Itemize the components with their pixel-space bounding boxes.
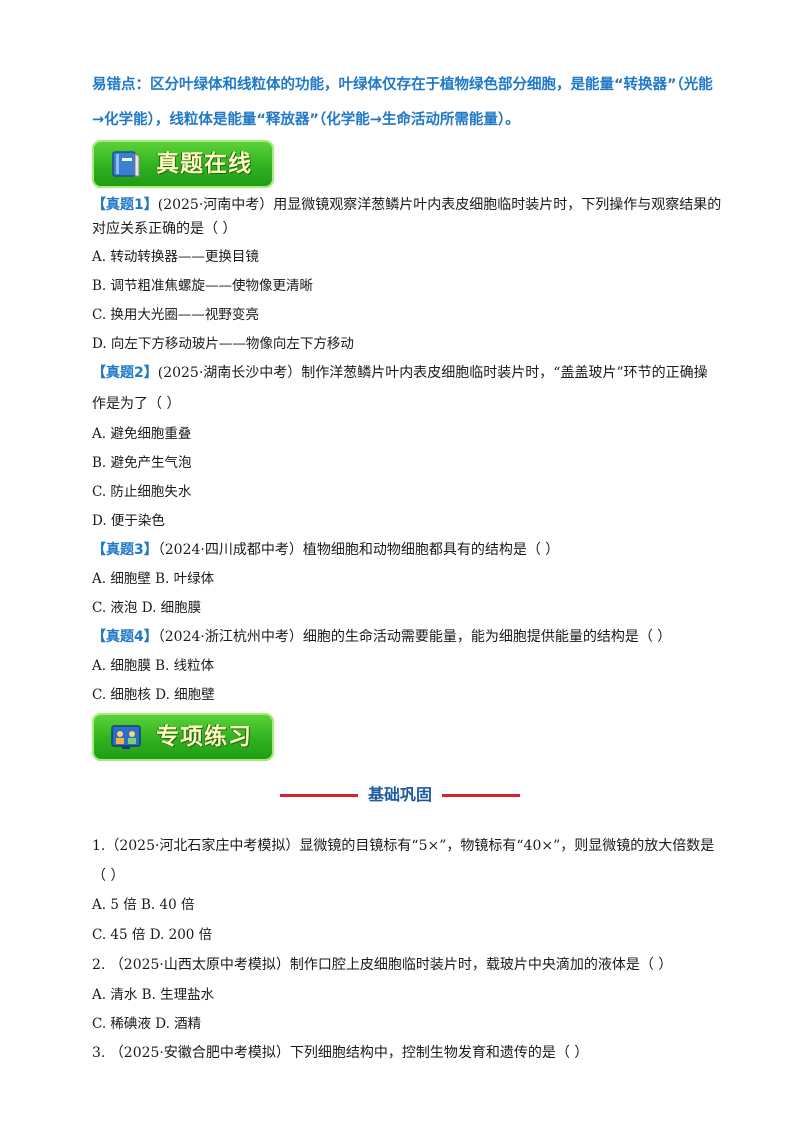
option: A. 5 倍 B. 40 倍 — [92, 897, 195, 913]
option: C. 换用大光圈——视野变亮 — [92, 307, 259, 323]
practice-1-cont: （ ） — [92, 868, 125, 884]
error-prone-note: 易错点：区分叶绿体和线粒体的功能，叶绿体仅存在于植物绿色部分细胞，是能量“转换器… — [92, 77, 713, 128]
banner-title: 专项练习 — [156, 724, 252, 750]
question-tag: 【真题2】 — [92, 365, 158, 381]
section-divider-left — [280, 794, 358, 797]
question-1-cont: 对应关系正确的是（ ） — [92, 221, 237, 237]
question-text: （2024·浙江杭州中考）细胞的生命活动需要能量，能为细胞提供能量的结构是（ ） — [157, 629, 672, 645]
question-tag: 【真题1】 — [92, 197, 158, 213]
question-tag: 【真题3】 — [92, 542, 158, 558]
banner-special-practice: 专项练习 — [92, 713, 274, 761]
question-text: （2024·四川成都中考）植物细胞和动物细胞都具有的结构是（ ） — [157, 542, 560, 558]
section-title: 基础巩固 — [367, 785, 432, 804]
question-text: (2025·湖南长沙中考）制作洋葱鳞片叶内表皮细胞临时装片时，“盖盖玻片”环节的… — [157, 365, 708, 381]
classroom-icon — [111, 725, 141, 749]
question-1: 【真题1】(2025·河南中考）用显微镜观察洋葱鳞片叶内表皮细胞临时装片时，下列… — [92, 195, 721, 215]
book-icon — [112, 151, 140, 177]
option: C. 细胞核 D. 细胞壁 — [92, 687, 215, 703]
option: C. 液泡 D. 细胞膜 — [92, 600, 202, 616]
question-4: 【真题4】（2024·浙江杭州中考）细胞的生命活动需要能量，能为细胞提供能量的结… — [92, 627, 671, 647]
option: D. 向左下方移动玻片——物像向左下方移动 — [92, 336, 354, 352]
practice-3: 3. （2025·安徽合肥中考模拟）下列细胞结构中，控制生物发育和遗传的是（ ） — [92, 1045, 589, 1061]
option: A. 细胞膜 B. 线粒体 — [92, 658, 215, 674]
option: B. 调节粗准焦螺旋——使物像更清晰 — [92, 278, 314, 294]
option: C. 防止细胞失水 — [92, 484, 192, 500]
option: D. 便于染色 — [92, 513, 165, 529]
option: C. 稀碘液 D. 酒精 — [92, 1016, 202, 1032]
question-3: 【真题3】（2024·四川成都中考）植物细胞和动物细胞都具有的结构是（ ） — [92, 540, 559, 560]
practice-1: 1.（2025·河北石家庄中考模拟）显微镜的目镜标有“5×”，物镜标有“40×”… — [92, 838, 715, 854]
option: A. 转动转换器——更换目镜 — [92, 249, 259, 265]
option: A. 避免细胞重叠 — [92, 426, 192, 442]
question-2: 【真题2】(2025·湖南长沙中考）制作洋葱鳞片叶内表皮细胞临时装片时，“盖盖玻… — [92, 363, 708, 383]
option: A. 细胞壁 B. 叶绿体 — [92, 571, 215, 587]
option: B. 避免产生气泡 — [92, 455, 192, 471]
question-2-cont: 作是为了（ ） — [92, 396, 181, 412]
option: A. 清水 B. 生理盐水 — [92, 987, 215, 1003]
practice-2: 2. （2025·山西太原中考模拟）制作口腔上皮细胞临时装片时，载玻片中央滴加的… — [92, 957, 673, 973]
question-tag: 【真题4】 — [92, 629, 158, 645]
banner-title: 真题在线 — [156, 151, 252, 177]
banner-real-exam: 真题在线 — [92, 140, 274, 188]
option: C. 45 倍 D. 200 倍 — [92, 927, 213, 943]
section-divider-right — [442, 794, 520, 797]
section-heading: 基础巩固 — [280, 782, 520, 808]
question-text: (2025·河南中考）用显微镜观察洋葱鳞片叶内表皮细胞临时装片时，下列操作与观察… — [157, 197, 722, 213]
